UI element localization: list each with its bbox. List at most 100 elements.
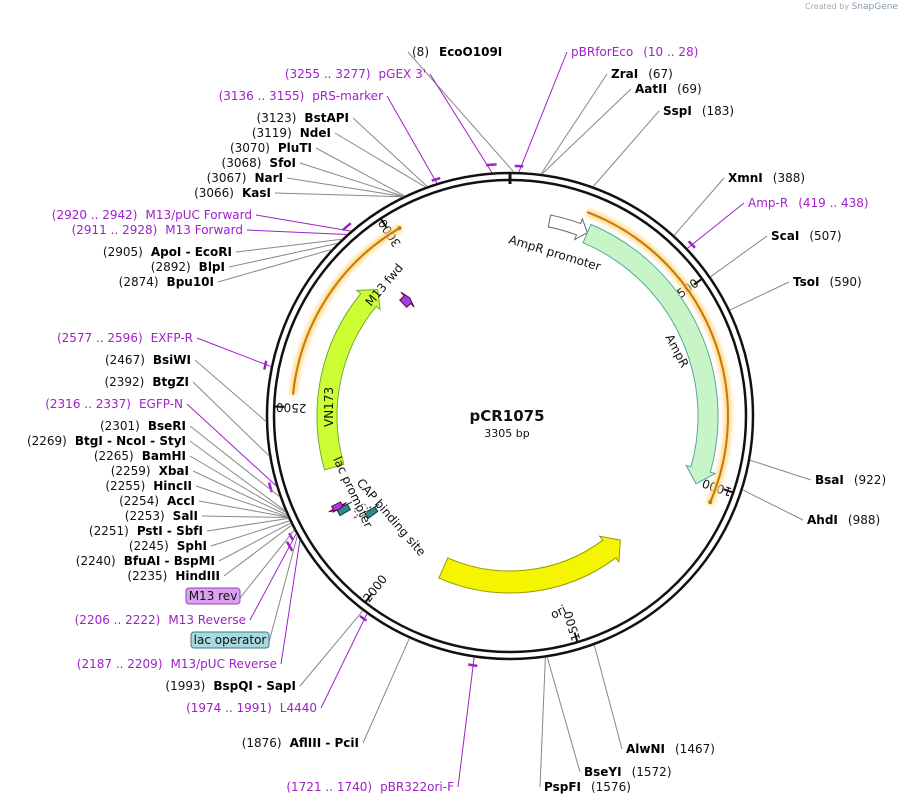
- left-label-1: (3136 .. 3155)pRS-marker: [219, 89, 438, 184]
- orf-arc: [292, 226, 402, 395]
- label-text: ZraI(67): [611, 67, 673, 81]
- leader-line: [218, 522, 291, 562]
- leader-line: [192, 381, 270, 457]
- leader-line: [546, 657, 581, 773]
- label-text: (2255)HincII: [105, 479, 192, 493]
- label-text: (2577 .. 2596)EXFP-R: [57, 331, 193, 345]
- left-label-18: (2269)BtgI - NcoI - StyI: [27, 434, 286, 512]
- left-label-6: (3067)NarI: [207, 171, 404, 198]
- tick-mark: [723, 488, 734, 494]
- label-text: (3119)NdeI: [252, 126, 331, 140]
- right-label-12: BseYI(1572): [546, 657, 672, 779]
- leader-line: [189, 440, 286, 512]
- box-label-lac-operator: lac operator: [190, 535, 298, 649]
- leader-line: [186, 403, 277, 487]
- label-text: (3123)BstAPI: [257, 111, 349, 125]
- left-label-11: (2892)BlpI: [151, 242, 338, 274]
- feature-lac-operator: [332, 501, 353, 517]
- label-text: (2240)BfuAI - BspMI: [76, 554, 215, 568]
- leader-line: [541, 88, 632, 175]
- feature-m13-fwd: [399, 291, 415, 309]
- primer-mark: [359, 614, 368, 622]
- orf-arrowhead: [397, 226, 402, 231]
- label-text: ScaI(507): [771, 229, 842, 243]
- label-text: (2301)BseRI: [100, 419, 186, 433]
- right-label-2: ZraI(67): [540, 67, 673, 175]
- label-text: M13 rev: [189, 589, 238, 603]
- primer-mark: [485, 163, 497, 167]
- leader-line: [192, 470, 288, 516]
- label-text: (3070)PluTI: [230, 141, 312, 155]
- leader-line: [742, 489, 804, 521]
- label-text: (2245)SphI: [129, 539, 207, 553]
- label-text: (2920 .. 2942)M13/pUC Forward: [52, 208, 252, 222]
- label-box: [190, 631, 270, 649]
- label-text: (2892)BlpI: [151, 260, 225, 274]
- label-text: (2467)BsiWI: [105, 353, 191, 367]
- label-text: AlwNI(1467): [626, 742, 715, 756]
- left-label-25: (2245)SphI: [129, 520, 290, 553]
- label-text: (3067)NarI: [207, 171, 283, 185]
- leader-line: [592, 110, 660, 187]
- right-label-11: AlwNI(1467): [593, 644, 715, 756]
- leader-line: [687, 202, 745, 249]
- label-text: BseYI(1572): [584, 765, 672, 779]
- left-label-4: (3070)PluTI: [230, 141, 405, 197]
- label-text: (2235)HindIII: [127, 569, 220, 583]
- label-text: (3066)KasI: [194, 186, 271, 200]
- credit-brand: SnapGene: [851, 2, 898, 12]
- leader-line: [223, 524, 293, 577]
- label-text: (2259)XbaI: [111, 464, 189, 478]
- leader-line: [457, 657, 475, 788]
- box-label-m13-rev: M13 rev: [185, 529, 295, 605]
- label-text: (1974 .. 1991)L4440: [186, 701, 317, 715]
- right-label-1: pBRforEco(10 .. 28): [518, 45, 698, 173]
- right-label-6: Amp-R(419 .. 438): [687, 196, 869, 249]
- orf-arc: [586, 211, 729, 505]
- left-label-21: (2255)HincII: [105, 479, 288, 518]
- left-label-19: (2265)BamHI: [94, 449, 287, 513]
- left-label-2: (3123)BstAPI: [257, 111, 428, 187]
- label-text: (2269)BtgI - NcoI - StyI: [27, 434, 186, 448]
- leader-line: [195, 485, 288, 518]
- label-text: (2251)PstI - SbfI: [89, 524, 203, 538]
- leader-line: [593, 644, 623, 750]
- leader-line: [206, 517, 289, 532]
- leader-line: [518, 51, 568, 173]
- feature-ampr-promoter: [547, 214, 588, 241]
- left-labels: (3255 .. 3277)pGEX 3'(3136 .. 3155)pRS-m…: [27, 67, 493, 794]
- features: [316, 214, 719, 594]
- leader-line: [189, 425, 281, 498]
- leader-line: [299, 610, 364, 687]
- label-text: (1721 .. 1740)pBR322ori-F: [286, 780, 454, 794]
- label-text: (2253)SalI: [125, 509, 198, 523]
- leader-line: [268, 535, 298, 643]
- leader-line: [239, 529, 295, 599]
- right-label-3: AatII(69): [541, 82, 702, 175]
- feature-vn173: [316, 289, 381, 471]
- right-label-4: SspI(183): [592, 104, 734, 187]
- tick-label: 2500: [276, 400, 307, 415]
- left-label-5: (3068)SfoI: [222, 156, 404, 197]
- leader-line: [194, 359, 267, 422]
- leader-line: [320, 613, 368, 709]
- leader-line: [386, 95, 438, 184]
- leader-line: [362, 638, 410, 744]
- left-label-23: (2253)SalI: [125, 509, 289, 523]
- leader-line: [315, 147, 405, 197]
- left-label-35: (1721 .. 1740)pBR322ori-F: [286, 657, 475, 794]
- feature-ampr: [582, 223, 719, 485]
- label-text: (2187 .. 2209)M13/pUC Reverse: [77, 657, 277, 671]
- leader-line: [189, 455, 287, 513]
- leader-line: [280, 540, 301, 665]
- label-text: (2206 .. 2222)M13 Reverse: [75, 613, 246, 627]
- snapgene-credit: Created by SnapGene: [805, 2, 898, 12]
- leader-line: [249, 533, 297, 621]
- right-label-8: TsoI(590): [729, 275, 862, 311]
- label-text: TsoI(590): [793, 275, 862, 289]
- left-label-14: (2467)BsiWI: [105, 353, 267, 422]
- left-label-7: (3066)KasI: [194, 186, 403, 200]
- orf-arrowhead: [708, 500, 713, 505]
- left-label-15: (2392)BtgZI: [104, 375, 270, 457]
- label-text: (2265)BamHI: [94, 449, 186, 463]
